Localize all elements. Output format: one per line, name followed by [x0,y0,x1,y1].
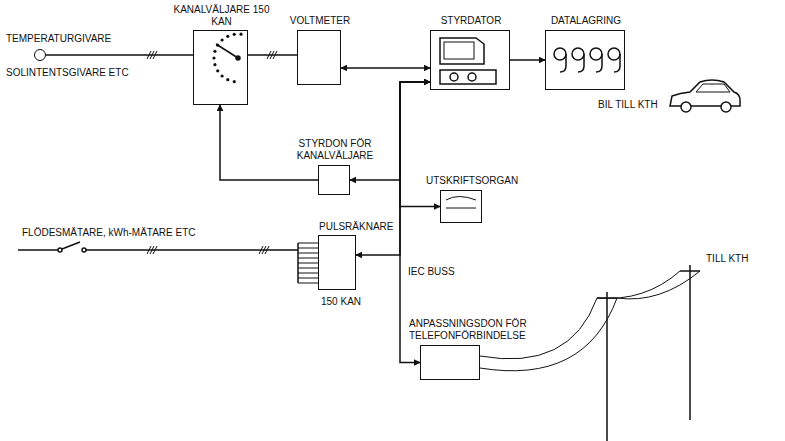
channel-contact [216,69,219,72]
device-box: UTSKRIFTSORGAN [440,190,482,223]
signal-connector [248,54,297,56]
telephone-line [597,271,700,299]
device-label: STYRDATOR [426,15,516,27]
screen-symbol [440,38,484,64]
device-box: ANPASSNINGSDON FÖR TELEFONFÖRBINDELSE [420,345,480,380]
channel-contact [226,78,229,81]
pulse-input [298,273,318,274]
tape-reel [596,54,602,72]
car-wheel [721,102,731,112]
tape-reel [578,54,584,72]
device-box: STYRDON FÖR KANALVÄLJARE [318,165,350,195]
pulse-input [298,258,318,259]
tape-reel [614,54,620,72]
tape-reel [572,48,584,60]
signal-connector [350,82,430,180]
device-box: DATALAGRING [545,30,625,90]
note-label: TILL KTH [706,253,748,265]
device-label: 150 KAN [321,296,391,308]
pulse-input [298,278,318,279]
wire-hash [153,246,157,254]
printer-symbol [446,197,476,209]
pulse-input [298,283,318,284]
selector-pivot [236,56,240,60]
sensor-circle: TEMPERATURGIVARESOLINTENTSGIVARE ETC [34,49,46,61]
switch-lever [62,242,80,249]
tape-reel [608,48,620,60]
device-label: UTSKRIFTSORGAN [426,175,536,187]
channel-contact [239,33,242,36]
tape-reel [560,54,566,72]
note-label: FLÖDESMÄTARE, kWh-MÄTARE ETC [22,227,196,239]
reel-symbol [450,73,458,81]
channel-contact [233,33,236,36]
channel-contact [221,38,224,41]
switch-contact [82,248,86,252]
device-box: STYRDATOR [430,30,510,90]
tape-reel [554,48,566,60]
pulse-input [298,253,318,254]
car-symbol [670,80,740,106]
device-box: PULSRÄKNARE150 KAN [318,235,356,290]
car-window [696,84,730,92]
console-symbol [440,70,496,84]
channel-contact [213,50,216,53]
pulse-input [298,263,318,264]
pulse-input [298,248,318,249]
device-label: KANALVÄLJARE 150 KAN [174,4,270,28]
telephone-pole [597,292,617,441]
wire [18,249,58,251]
signal-connector [341,67,430,69]
device-label: SOLINTENTSGIVARE ETC [6,67,156,79]
telephone-pole [680,265,700,420]
wire [86,243,298,283]
pulse-input [298,268,318,269]
channel-contact [233,80,236,83]
channel-contact [212,56,215,59]
device-label: TEMPERATURGIVARE [6,33,156,45]
signal-connector [400,82,440,207]
tape-reel [590,48,602,60]
device-label: DATALAGRING [541,15,631,27]
pulse-input [298,243,318,244]
channel-contact [221,74,224,77]
device-label: STYRDON FÖR KANALVÄLJARE [278,138,392,162]
note-label: BIL TILL KTH [598,99,658,111]
note-label: IEC BUSS [408,266,455,278]
switch-contact [58,248,62,252]
channel-contact [226,35,229,38]
device-label: VOLTMETER [280,15,360,27]
signal-connector [510,59,545,61]
reel-symbol [468,73,476,81]
wire-hash [265,246,269,254]
device-box: VOLTMETER [297,30,341,85]
selector-lever [216,44,238,58]
signal-connector [46,54,193,56]
device-box: KANALVÄLJARE 150 KAN [193,30,248,105]
channel-contact [213,63,216,66]
device-label: PULSRÄKNARE [319,221,419,233]
car-wheel [681,102,691,112]
device-label: ANPASSNINGSDON FÖR TELEFONFÖRBINDELSE [409,318,559,342]
screen-symbol [444,42,474,59]
